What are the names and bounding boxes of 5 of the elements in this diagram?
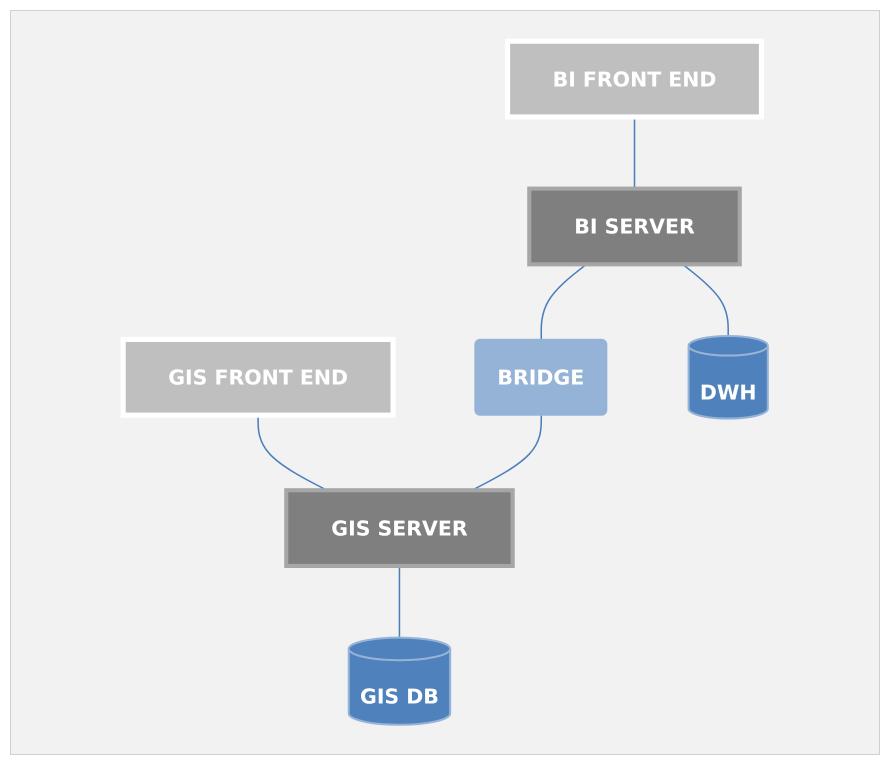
node-box: BI FRONT END	[504, 38, 764, 120]
node-box: GIS FRONT END	[120, 336, 396, 418]
node-box: GIS SERVER	[284, 488, 514, 568]
node-box: BI SERVER	[526, 186, 742, 266]
connector	[398, 565, 400, 638]
